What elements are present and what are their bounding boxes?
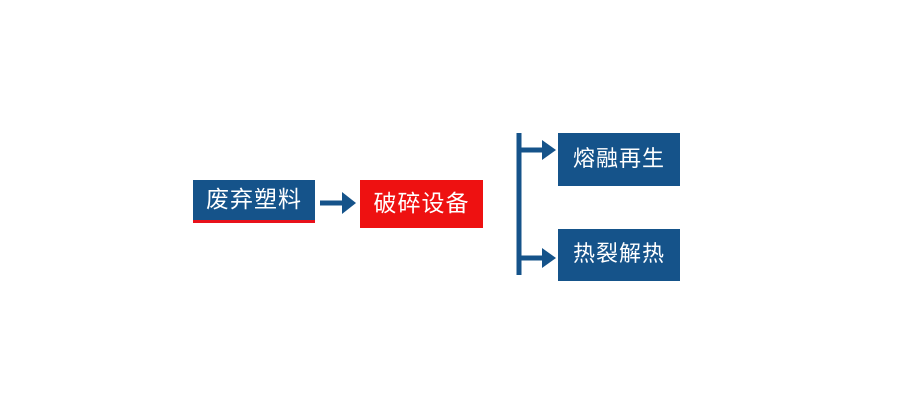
node-pyrolysis-heat-label: 热裂解热 — [572, 242, 665, 267]
node-melt-regeneration-label: 熔融再生 — [572, 146, 665, 172]
arrow-right-icon — [318, 186, 360, 220]
branch-split-icon — [508, 128, 564, 280]
node-crusher-label: 破碎设备 — [373, 190, 470, 217]
node-pyrolysis-heat[interactable]: 热裂解热 — [558, 229, 680, 281]
node-waste-plastic[interactable]: 废弃塑料 — [193, 180, 315, 223]
node-crusher[interactable]: 破碎设备 — [360, 180, 483, 228]
node-waste-plastic-label: 废弃塑料 — [206, 186, 302, 213]
node-melt-regeneration[interactable]: 熔融再生 — [558, 133, 680, 186]
